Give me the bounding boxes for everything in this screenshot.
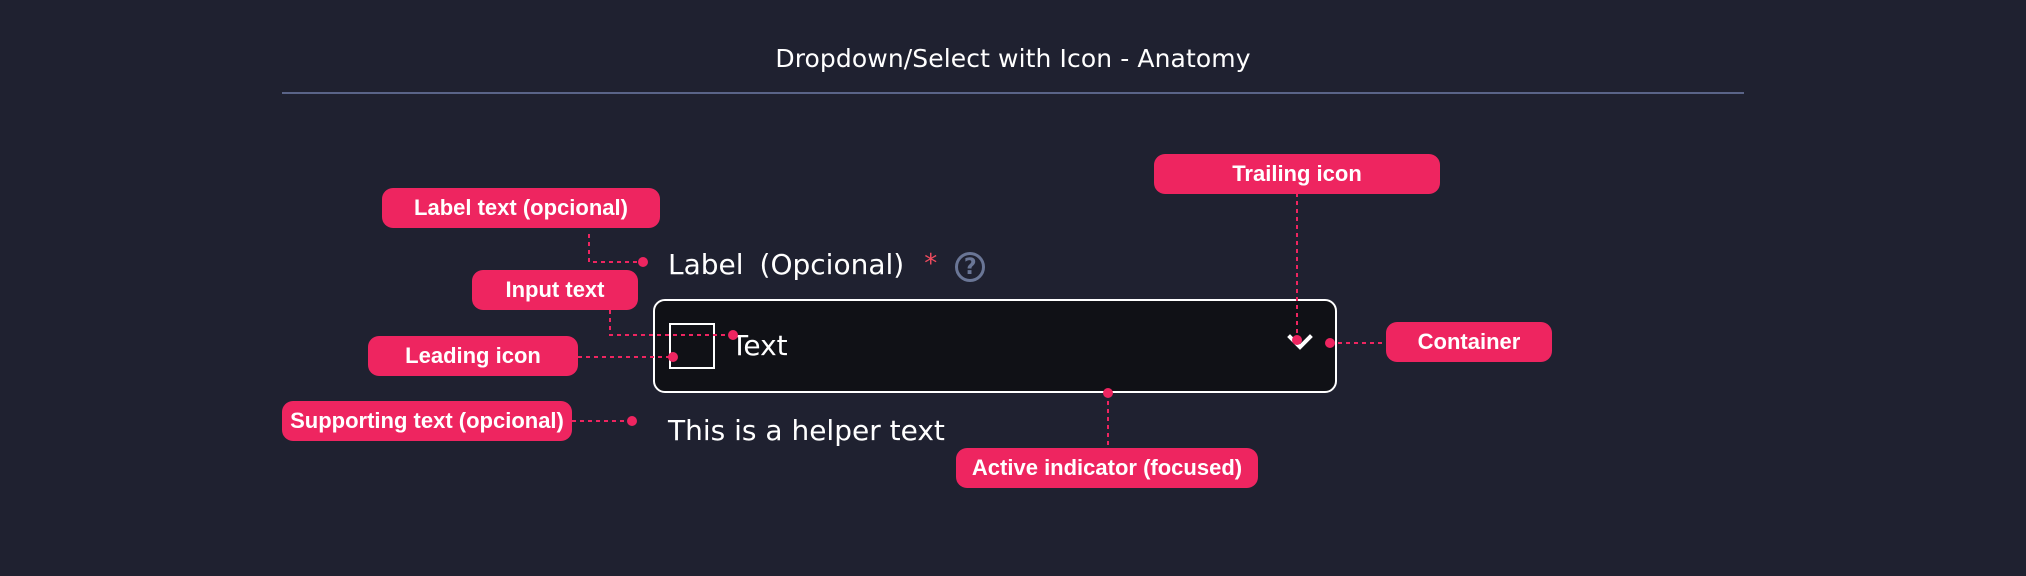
title-divider <box>282 92 1744 94</box>
helper-text: This is a helper text <box>668 414 945 447</box>
field-label: Label <box>668 247 744 281</box>
callout-container: Container <box>1386 322 1552 362</box>
callout-active-indicator: Active indicator (focused) <box>956 448 1258 488</box>
dot-supporting-text <box>627 416 637 426</box>
chevron-down-icon[interactable] <box>1287 333 1313 351</box>
callout-input-text: Input text <box>472 270 638 310</box>
select-input-text: Text <box>731 329 788 362</box>
callout-trailing-icon: Trailing icon <box>1154 154 1440 194</box>
select-container[interactable]: Text <box>653 299 1337 393</box>
field-label-row: Label (Opcional) * ? <box>668 244 986 284</box>
field-label-optional: (Opcional) <box>759 247 905 281</box>
question-circle-icon[interactable]: ? <box>955 252 986 282</box>
help-icon-glyph: ? <box>963 254 977 280</box>
dot-label-text <box>638 257 648 267</box>
callout-label-text: Label text (opcional) <box>382 188 660 228</box>
page-title: Dropdown/Select with Icon - Anatomy <box>775 44 1251 73</box>
callout-supporting-text: Supporting text (opcional) <box>282 401 572 441</box>
leader-label-text <box>588 234 642 263</box>
square-placeholder-icon <box>669 323 715 369</box>
callout-leading-icon: Leading icon <box>368 336 578 376</box>
required-mark: * <box>924 249 938 279</box>
